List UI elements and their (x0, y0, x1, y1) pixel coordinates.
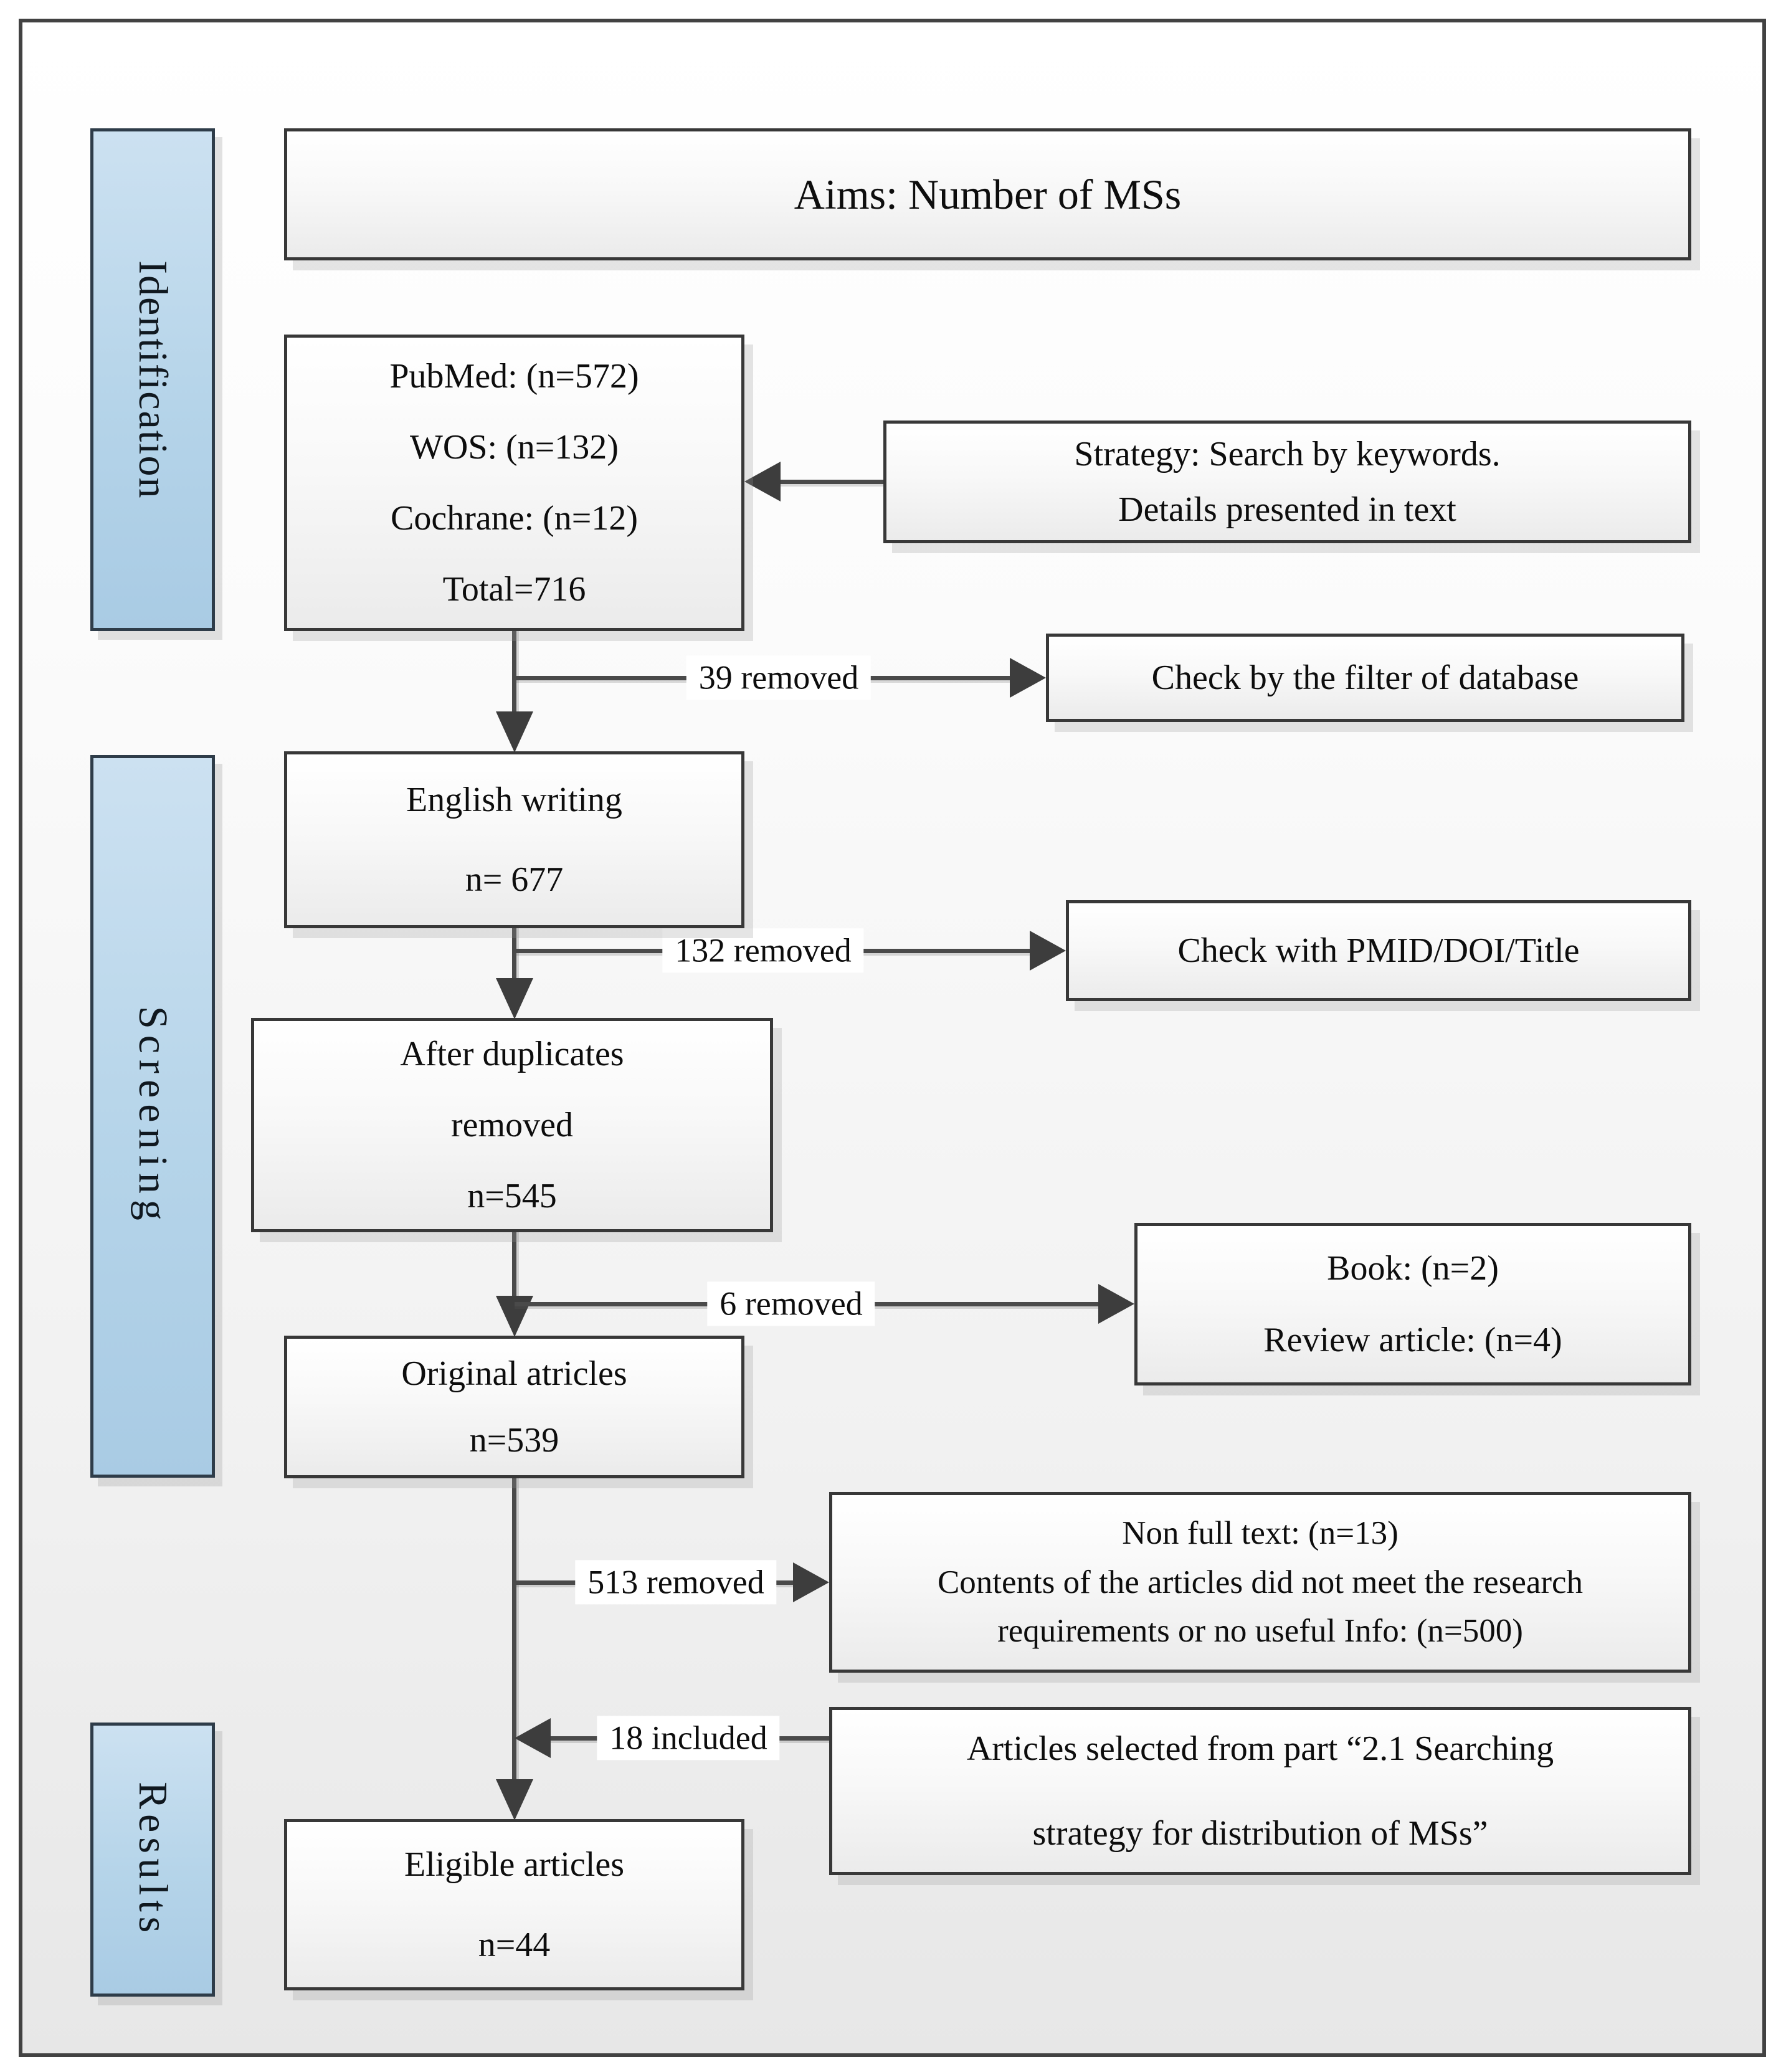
after-duplicates-line-2: removed (451, 1105, 573, 1144)
eligible-line-1: Eligible articles (404, 1845, 624, 1884)
non-full-text-line-1: Non full text: (n=13) (1122, 1515, 1399, 1552)
connector-sources-to-english (512, 631, 516, 718)
strategy-arrow-line (781, 480, 883, 484)
arrowhead-39-removed (1010, 658, 1046, 698)
sidebar-label-results-text: Results (130, 1781, 176, 1938)
box-book-review-removed: Book: (n=2) Review article: (n=4) (1134, 1223, 1691, 1385)
connector-english-to-duplicates (512, 928, 516, 987)
english-line-2: n= 677 (465, 860, 564, 899)
articles-selected-line-1: Articles selected from part “2.1 Searchi… (966, 1729, 1554, 1768)
arrowhead-18-included (515, 1718, 551, 1758)
box-search-strategy: Strategy: Search by keywords. Details pr… (883, 421, 1691, 543)
after-duplicates-line-1: After duplicates (400, 1034, 624, 1073)
box-english-writing: English writing n= 677 (284, 751, 744, 928)
english-line-1: English writing (406, 780, 622, 819)
strategy-line-2: Details presented in text (1118, 490, 1456, 529)
arrowhead-6-removed (1098, 1284, 1134, 1324)
box-aims-title: Aims: Number of MSs (284, 128, 1691, 260)
arrowhead-into-english (496, 711, 533, 753)
source-line-pubmed: PubMed: (n=572) (389, 356, 639, 396)
edge-label-6-removed: 6 removed (707, 1281, 875, 1326)
strategy-line-1: Strategy: Search by keywords. (1074, 435, 1501, 474)
arrowhead-513-removed (793, 1562, 829, 1602)
review-article-line: Review article: (n=4) (1263, 1320, 1562, 1359)
eligible-line-2: n=44 (478, 1925, 551, 1964)
sidebar-label-identification-text: Identification (130, 260, 176, 500)
edge-label-39-removed: 39 removed (686, 655, 872, 700)
sidebar-label-results: Results (90, 1723, 215, 1997)
edge-label-132-removed: 132 removed (662, 928, 864, 973)
sidebar-label-screening-text: Screening (130, 1006, 176, 1227)
box-after-duplicates: After duplicates removed n=545 (251, 1018, 773, 1232)
box-eligible-articles: Eligible articles n=44 (284, 1819, 744, 1990)
after-duplicates-line-3: n=545 (467, 1177, 557, 1216)
aims-title-text: Aims: Number of MSs (794, 170, 1182, 218)
source-line-total: Total=716 (442, 570, 586, 609)
box-pmid-doi-title-check: Check with PMID/DOI/Title (1066, 900, 1691, 1001)
arrowhead-132-removed (1030, 931, 1066, 971)
connector-original-to-eligible (512, 1478, 516, 1780)
original-line-2: n=539 (469, 1420, 559, 1460)
non-full-text-line-3: requirements or no useful Info: (n=500) (997, 1613, 1523, 1650)
box-database-sources: PubMed: (n=572) WOS: (n=132) Cochrane: (… (284, 335, 744, 631)
arrowhead-strategy (744, 462, 781, 501)
box-articles-selected-included: Articles selected from part “2.1 Searchi… (829, 1707, 1691, 1875)
filter-check-text: Check by the filter of database (1151, 658, 1579, 697)
arrowhead-into-duplicates (496, 978, 533, 1019)
arrowhead-into-eligible (496, 1779, 533, 1820)
edge-label-513-removed: 513 removed (575, 1560, 777, 1605)
original-line-1: Original atricles (401, 1354, 627, 1394)
source-line-wos: WOS: (n=132) (410, 427, 619, 467)
connector-duplicates-to-original (512, 1232, 516, 1301)
edge-label-18-included: 18 included (597, 1716, 780, 1761)
non-full-text-line-2: Contents of the articles did not meet th… (937, 1564, 1584, 1600)
source-line-cochrane: Cochrane: (n=12) (390, 499, 638, 538)
box-non-full-text-removed: Non full text: (n=13) Contents of the ar… (829, 1492, 1691, 1673)
box-filter-check: Check by the filter of database (1046, 634, 1684, 722)
sidebar-label-screening: Screening (90, 755, 215, 1478)
sidebar-label-identification: Identification (90, 128, 215, 631)
book-line: Book: (n=2) (1327, 1249, 1499, 1288)
pmid-check-text: Check with PMID/DOI/Title (1177, 931, 1580, 970)
box-original-articles: Original atricles n=539 (284, 1336, 744, 1478)
articles-selected-line-2: strategy for distribution of MSs” (1032, 1814, 1488, 1853)
